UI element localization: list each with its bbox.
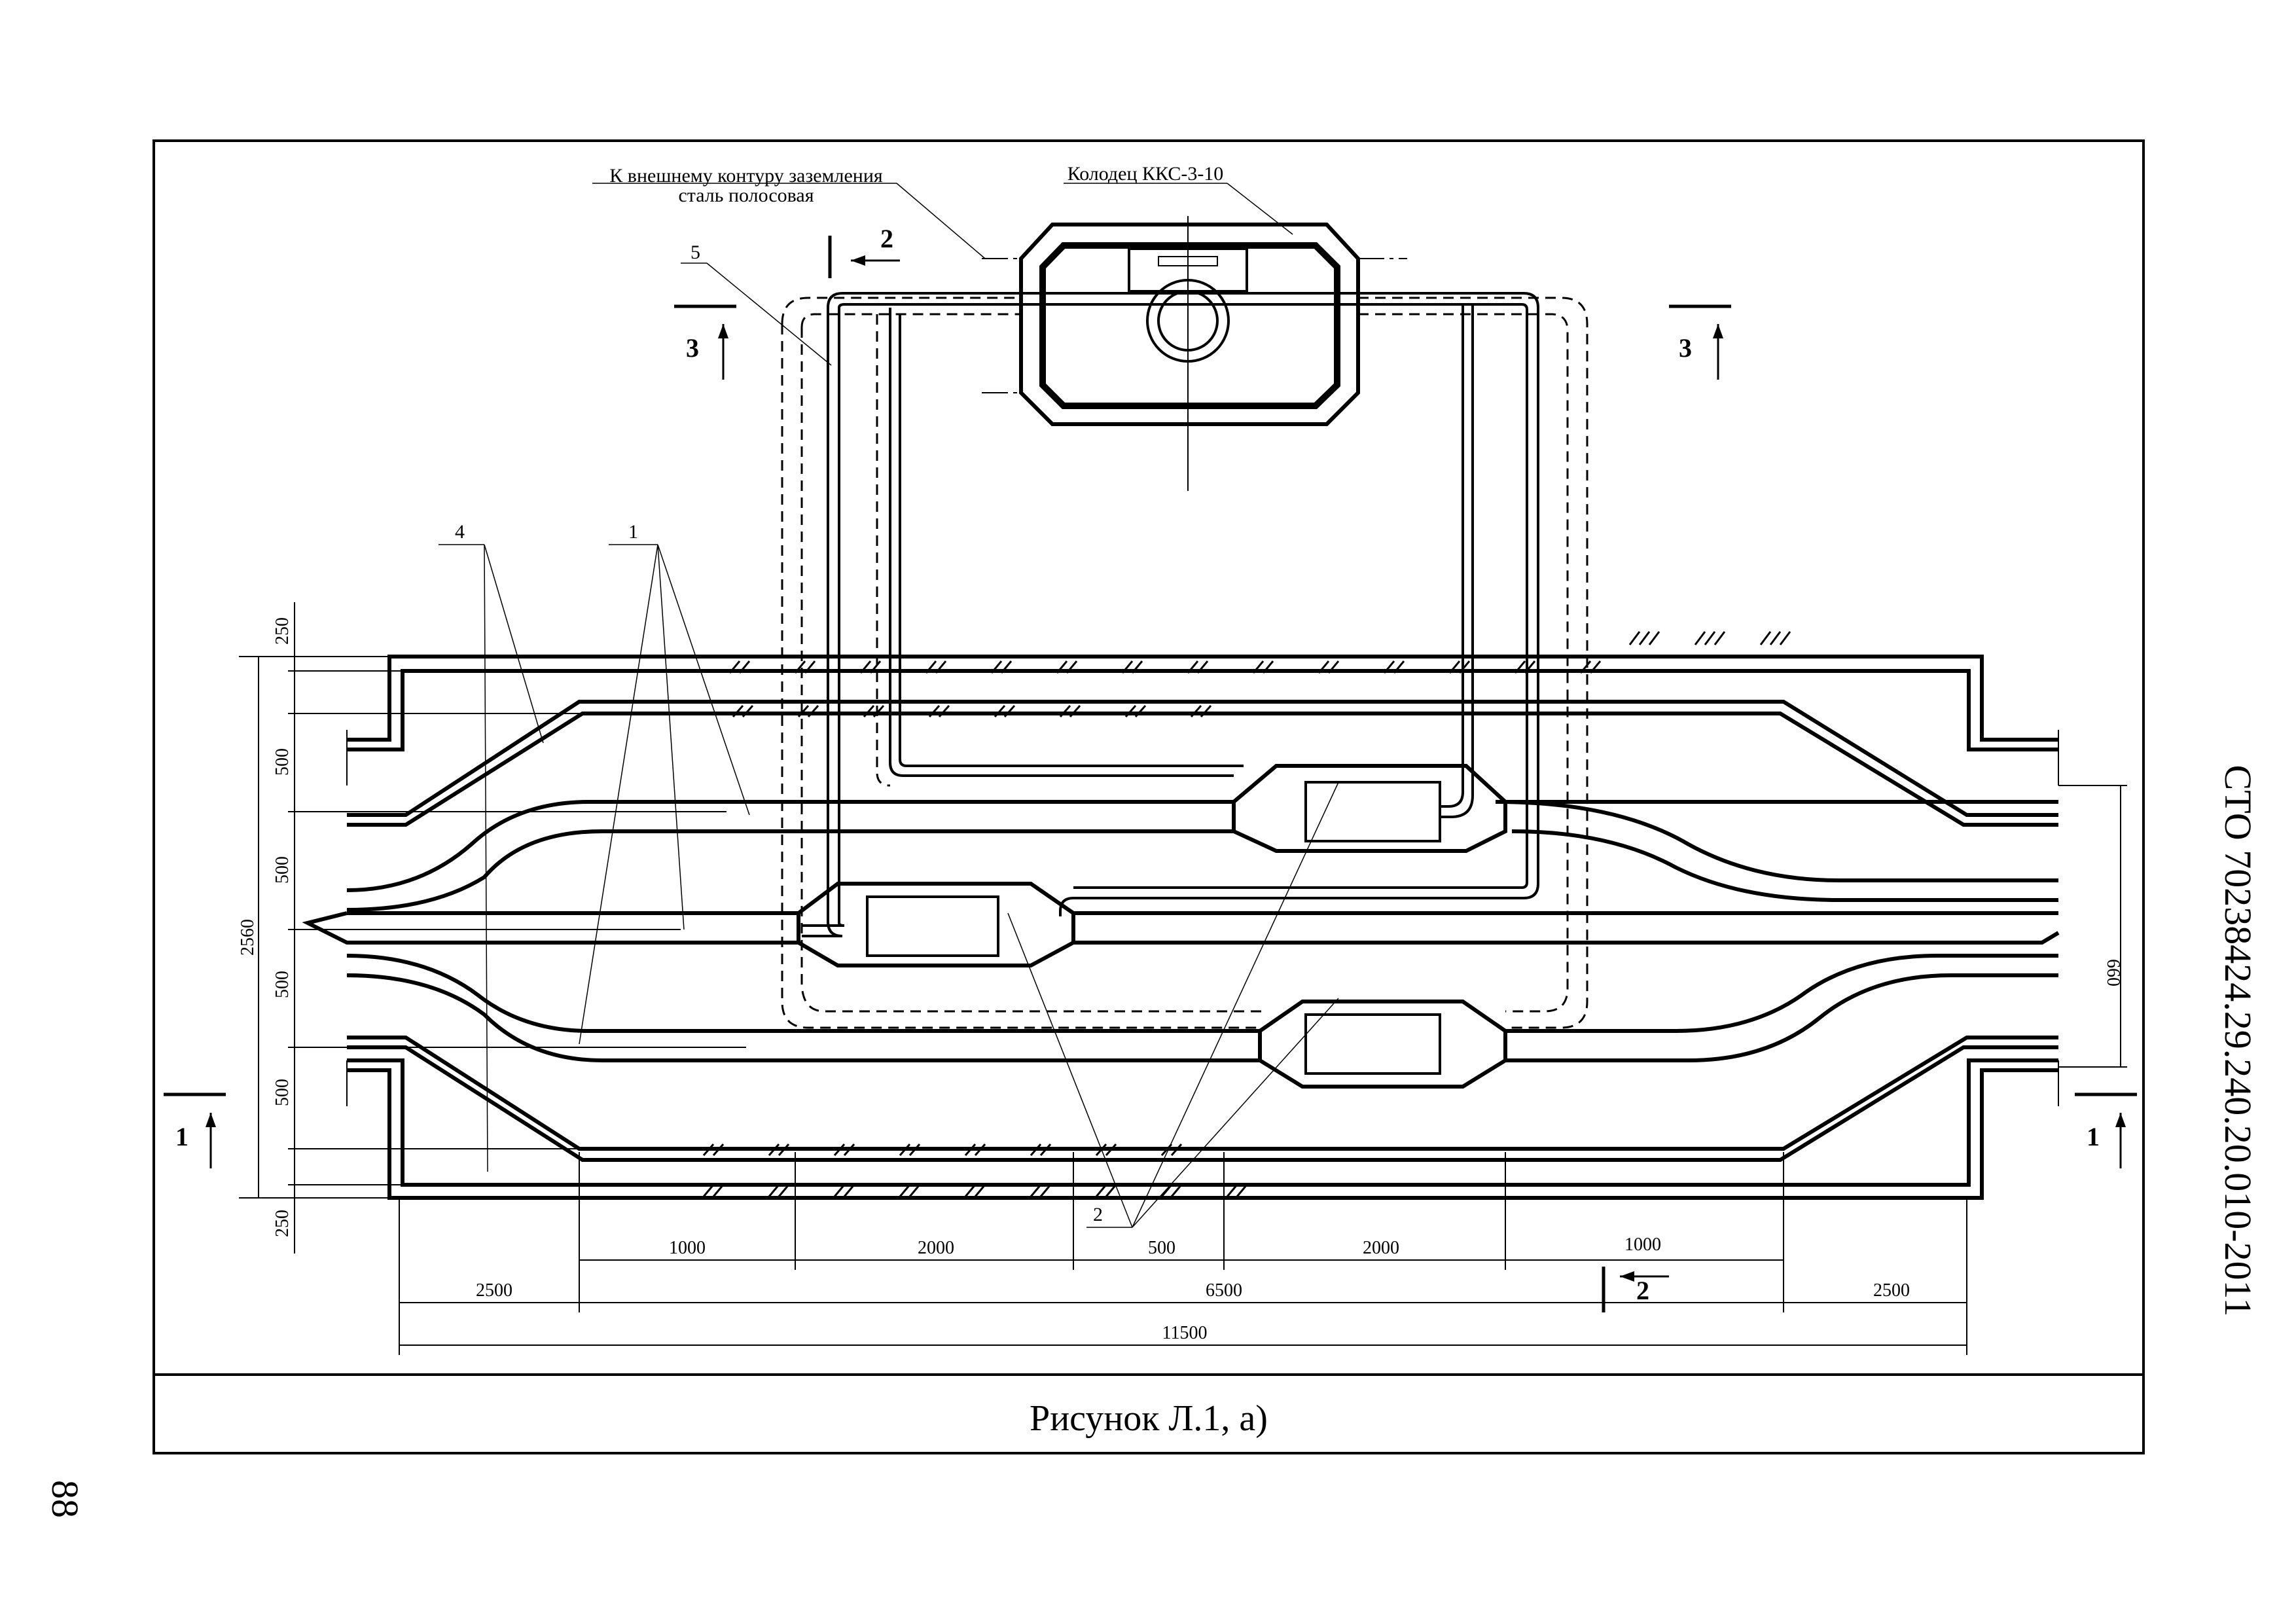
drawing-frame — [152, 139, 2145, 1454]
dim-250-bottom: 250 — [272, 1210, 293, 1237]
coupling-lower — [1258, 1000, 1507, 1089]
coupling-center — [797, 882, 1075, 967]
dim-2500-right: 2500 — [1873, 1280, 1910, 1301]
ground-label-2: сталь полосовая — [678, 185, 814, 206]
callout-leaders — [439, 183, 1339, 1228]
document-code: СТО 70238424.29.240.20.010-2011 — [2217, 765, 2259, 1317]
dim-2560: 2560 — [238, 919, 258, 956]
grounding-loop — [781, 292, 1588, 1029]
well-label: Колодец ККС-3-10 — [1067, 163, 1224, 185]
ground-label: К внешнему контуру заземления — [609, 165, 883, 187]
upper-cable — [347, 700, 2058, 827]
dim-500-4: 500 — [272, 1079, 293, 1106]
dim-500-1: 500 — [272, 748, 293, 776]
callout-5: 5 — [691, 242, 700, 263]
dim-2000-right: 2000 — [1363, 1238, 1399, 1258]
dim-500: 500 — [1148, 1238, 1175, 1258]
dim-2000-left: 2000 — [918, 1238, 954, 1258]
callout-2: 2 — [1093, 1204, 1103, 1225]
dim-500-2: 500 — [272, 856, 293, 884]
section-1-left: 1 — [175, 1122, 188, 1151]
coupling-upper — [1232, 764, 1507, 853]
dim-2500-left: 2500 — [476, 1280, 512, 1301]
section-2-bottom: 2 — [1636, 1276, 1649, 1305]
trench — [346, 655, 2059, 1200]
dim-250-top: 250 — [272, 617, 293, 645]
section-markers — [164, 236, 2137, 1312]
figure-caption: Рисунок Л.1, а) — [1030, 1398, 1268, 1439]
dim-660: 660 — [2103, 959, 2123, 986]
dim-1000-right: 1000 — [1624, 1235, 1661, 1255]
cable-upper-mid — [346, 800, 2058, 912]
section-2-top: 2 — [880, 224, 893, 253]
dim-6500: 6500 — [1206, 1280, 1242, 1301]
callout-1: 1 — [628, 521, 638, 543]
cable-center — [302, 911, 2060, 945]
section-3-left: 3 — [686, 333, 699, 363]
cable-lower-mid — [346, 954, 2058, 1062]
page-number: 88 — [44, 1480, 86, 1518]
section-3-right: 3 — [1679, 333, 1692, 363]
dim-11500: 11500 — [1162, 1323, 1208, 1343]
dimension-lines — [239, 602, 2127, 1355]
dim-500-3: 500 — [272, 971, 293, 998]
section-1-right: 1 — [2087, 1122, 2100, 1151]
callout-4: 4 — [455, 521, 465, 543]
dim-1000-left: 1000 — [669, 1238, 706, 1258]
